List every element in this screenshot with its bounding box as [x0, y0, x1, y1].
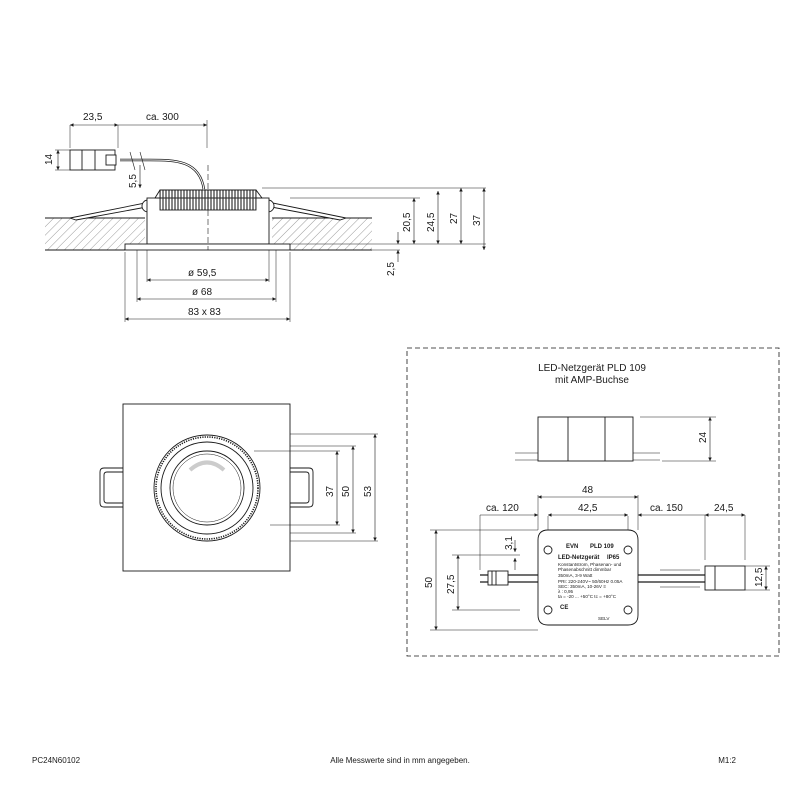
driver-box	[406, 347, 780, 657]
dim-driver-27-5: 27,5	[446, 574, 457, 594]
front-view	[99, 403, 378, 572]
driver-pri: PRI: 220-240V~ 50/60Hz 0.05A	[558, 579, 623, 584]
front-outer-ring	[153, 434, 261, 542]
footer-scale: M1:2	[718, 756, 736, 765]
front-view-labels: 37 50 53	[325, 485, 374, 497]
dim-driver-plug-24-5: 24,5	[714, 503, 734, 514]
driver-power: 350mA, 3-9 Watt	[558, 573, 593, 578]
dim-connector-height: 14	[44, 153, 55, 165]
dim-outer-size: 83 x 83	[188, 307, 221, 318]
driver-desc-2: Phasenabschnitt dimmbar	[558, 567, 612, 572]
dim-connector-length: 23,5	[83, 112, 103, 123]
spring-clip-right	[265, 201, 348, 221]
driver-top	[537, 529, 639, 626]
driver-plug	[704, 565, 746, 591]
dim-driver-width-42-5: 42,5	[578, 503, 598, 514]
dim-driver-3-1: 3,1	[504, 536, 515, 550]
driver-title-line1: LED-Netzgerät PLD 109	[538, 363, 646, 374]
footer-code: PC24N60102	[32, 756, 81, 765]
dim-driver-50: 50	[424, 576, 435, 588]
dim-diameter-68: ø 68	[192, 287, 212, 298]
dim-height-20-5: 20,5	[402, 212, 413, 232]
front-lens	[169, 450, 245, 526]
front-plate	[122, 403, 291, 572]
driver-lambda: λ : 0,95	[558, 589, 574, 594]
dim-connector-offset: 5,5	[128, 174, 139, 188]
driver-mark-selv: SELV	[598, 616, 610, 621]
dim-driver-cable-150: ca. 150	[650, 503, 683, 514]
spring-clip-left	[68, 201, 153, 221]
dim-flange-thickness: 2,5	[386, 262, 397, 276]
driver-title-line2: mit AMP-Buchse	[555, 375, 629, 386]
dim-front-37: 37	[325, 485, 336, 497]
driver-frame	[406, 347, 780, 657]
dim-driver-height: 24	[698, 431, 709, 443]
dim-front-53: 53	[363, 485, 374, 497]
dim-driver-cable-120: ca. 120	[486, 503, 519, 514]
dim-driver-width-48: 48	[582, 485, 594, 496]
driver-brand-logo: EVN	[566, 544, 578, 550]
driver-desc-1: Konstantstrom, Phasenan- und	[558, 562, 622, 567]
driver-temps: ta = -20 ... +50°C tc = +80°C	[558, 594, 617, 599]
footer-note: Alle Messwerte sind in mm angegeben.	[330, 756, 470, 765]
footer: PC24N60102 Alle Messwerte sind in mm ang…	[32, 756, 737, 765]
driver-side	[537, 416, 634, 462]
dim-height-27: 27	[449, 212, 460, 224]
dim-cable-length: ca. 300	[146, 112, 179, 123]
driver-ip-rating: IP65	[607, 555, 620, 561]
dim-diameter-59-5: ø 59,5	[188, 268, 217, 279]
driver-sec: SEC: 350mA, 10-26V ≡	[558, 584, 606, 589]
dim-front-50: 50	[341, 485, 352, 497]
dim-height-37: 37	[472, 214, 483, 226]
side-view-labels: 23,5 ca. 300 14 5,5 20,5 24,5 27 37 2,5 …	[44, 112, 483, 318]
side-view	[45, 120, 486, 322]
front-tab-left	[99, 467, 123, 508]
front-tab-right	[290, 467, 314, 508]
dim-height-24-5: 24,5	[426, 212, 437, 232]
driver-mark-ce: CE	[560, 605, 568, 611]
driver-labels: LED-Netzgerät PLD 109 mit AMP-Buchse 24 …	[424, 363, 765, 621]
housing-flange	[124, 243, 291, 251]
dim-driver-12-5: 12,5	[754, 567, 765, 587]
driver-cable-right	[638, 574, 715, 583]
driver-model: PLD 109	[590, 544, 614, 550]
driver-product-line: LED-Netzgerät	[558, 555, 599, 561]
